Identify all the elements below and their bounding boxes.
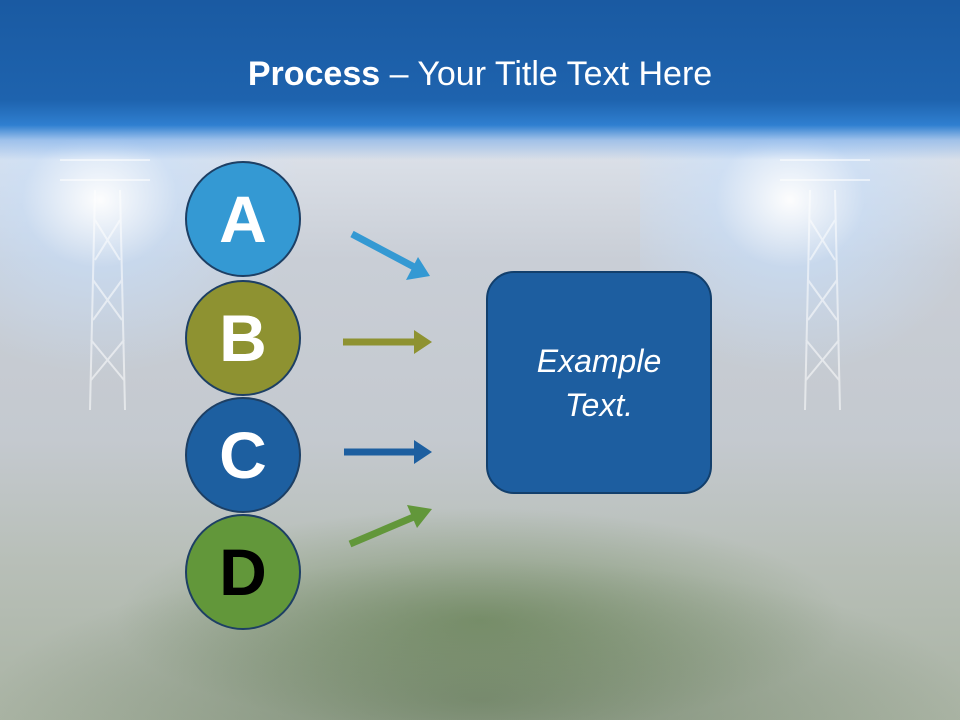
right-floodlight-tower <box>780 159 870 410</box>
slide-title: Process – Your Title Text Here <box>0 52 960 96</box>
circle-b: B <box>185 280 301 396</box>
circle-c: C <box>185 397 301 513</box>
arrow-a <box>350 230 430 280</box>
example-text: Example Text. <box>536 342 662 423</box>
slide-title-rest: – Your Title Text Here <box>380 55 713 93</box>
slide-title-bold: Process <box>247 55 381 93</box>
header-band <box>0 0 960 160</box>
left-floodlight-tower <box>60 159 150 410</box>
arrows-group <box>343 230 432 548</box>
circle-a: A <box>185 161 301 277</box>
arrow-b <box>343 330 432 354</box>
circle-d: D <box>185 514 301 630</box>
example-text-box: Example Text. <box>486 271 712 494</box>
arrow-c <box>344 440 432 464</box>
arrow-d <box>348 505 432 548</box>
